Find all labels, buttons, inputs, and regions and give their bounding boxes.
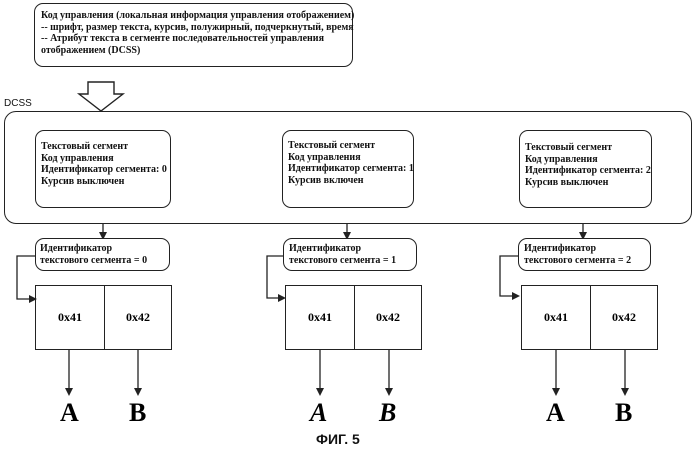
output-letter: A <box>546 400 565 426</box>
control-code-text: Код управления (локальная информация упр… <box>41 10 354 56</box>
dcss-label: DCSS <box>4 98 32 109</box>
text-segment-line: Код управления <box>288 152 414 164</box>
byte-cell: 0x42 <box>354 285 422 350</box>
text-segment-line: Текстовый сегмент <box>41 141 167 153</box>
text-segment-line: Курсив выключен <box>41 176 167 188</box>
figure-caption: ФИГ. 5 <box>316 431 360 447</box>
hollow-down-arrow <box>79 82 123 111</box>
text-segment-line: Курсив выключен <box>525 177 651 189</box>
byte-cell: 0x41 <box>521 285 591 350</box>
segment-id-line: текстового сегмента = 0 <box>40 255 147 267</box>
control-code-line: отображением (DCSS) <box>41 45 354 57</box>
text-segment-box-2: Текстовый сегмент Код управления Идентиф… <box>519 130 652 208</box>
byte-cell: 0x42 <box>104 285 172 350</box>
text-segment-line: Код управления <box>525 154 651 166</box>
segment-id-line: Идентификатор <box>40 243 147 255</box>
text-segment-line: Идентификатор сегмента: 1 <box>288 163 414 175</box>
text-segment-line: Идентификатор сегмента: 0 <box>41 164 167 176</box>
text-segment-line: Идентификатор сегмента: 2 <box>525 165 651 177</box>
output-letter: A <box>60 400 79 426</box>
output-letter: B <box>129 400 146 426</box>
segment-id-box-0: Идентификатор текстового сегмента = 0 <box>35 238 170 271</box>
control-code-box: Код управления (локальная информация упр… <box>34 3 353 67</box>
segment-id-line: Идентификатор <box>524 243 631 255</box>
segment-id-box-2: Идентификатор текстового сегмента = 2 <box>518 238 651 271</box>
text-segment-text-0: Текстовый сегмент Код управления Идентиф… <box>41 141 167 187</box>
text-segment-text-1: Текстовый сегмент Код управления Идентиф… <box>288 140 414 186</box>
text-segment-box-0: Текстовый сегмент Код управления Идентиф… <box>35 130 171 208</box>
control-code-line: Код управления (локальная информация упр… <box>41 10 354 22</box>
byte-cell: 0x42 <box>590 285 658 350</box>
output-letter-italic: A <box>310 400 327 426</box>
byte-cell: 0x41 <box>35 285 105 350</box>
control-code-line: -- шрифт, размер текста, курсив, полужир… <box>41 22 354 34</box>
control-code-line: -- Атрибут текста в сегменте последовате… <box>41 33 354 45</box>
text-segment-text-2: Текстовый сегмент Код управления Идентиф… <box>525 142 651 188</box>
text-segment-line: Код управления <box>41 153 167 165</box>
byte-cell: 0x41 <box>285 285 355 350</box>
segment-id-line: текстового сегмента = 2 <box>524 255 631 267</box>
segment-id-box-1: Идентификатор текстового сегмента = 1 <box>283 238 417 271</box>
text-segment-line: Текстовый сегмент <box>525 142 651 154</box>
text-segment-line: Курсив включен <box>288 175 414 187</box>
segment-id-line: текстового сегмента = 1 <box>289 255 396 267</box>
segment-id-line: Идентификатор <box>289 243 396 255</box>
output-letter: B <box>615 400 632 426</box>
text-segment-box-1: Текстовый сегмент Код управления Идентиф… <box>282 130 414 208</box>
text-segment-line: Текстовый сегмент <box>288 140 414 152</box>
output-letter-italic: B <box>379 400 396 426</box>
